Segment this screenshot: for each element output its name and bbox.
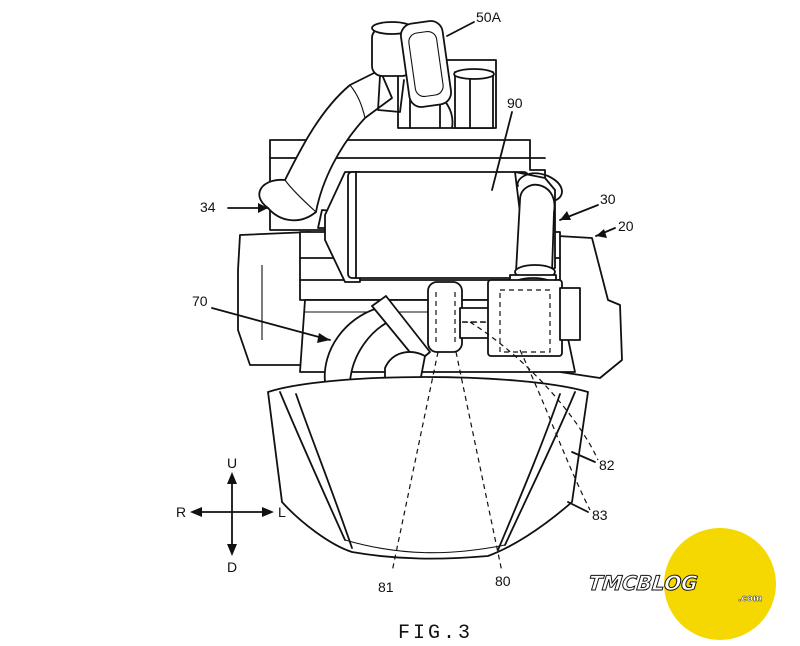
label-83: 83 [592,507,608,523]
label-90: 90 [507,95,523,111]
label-82: 82 [599,457,615,473]
direction-down-label: D [227,559,237,575]
front-cowl [268,377,588,559]
valve-assembly [428,280,580,356]
direction-up-label: U [227,455,237,471]
watermark-logo: TMCBLOG .com [587,528,776,640]
direction-left-label: L [278,504,286,520]
label-34: 34 [200,199,216,215]
direction-right-label: R [176,504,186,520]
label-30: 30 [600,191,616,207]
label-81: 81 [378,579,394,595]
label-20: 20 [618,218,634,234]
watermark-brand: TMCBLOG [587,571,698,595]
direction-compass [190,472,274,556]
watermark-suffix: .com [738,594,762,604]
figure-caption: FIG.3 [398,622,473,645]
label-50a: 50A [476,9,502,25]
label-70: 70 [192,293,208,309]
label-80: 80 [495,573,511,589]
